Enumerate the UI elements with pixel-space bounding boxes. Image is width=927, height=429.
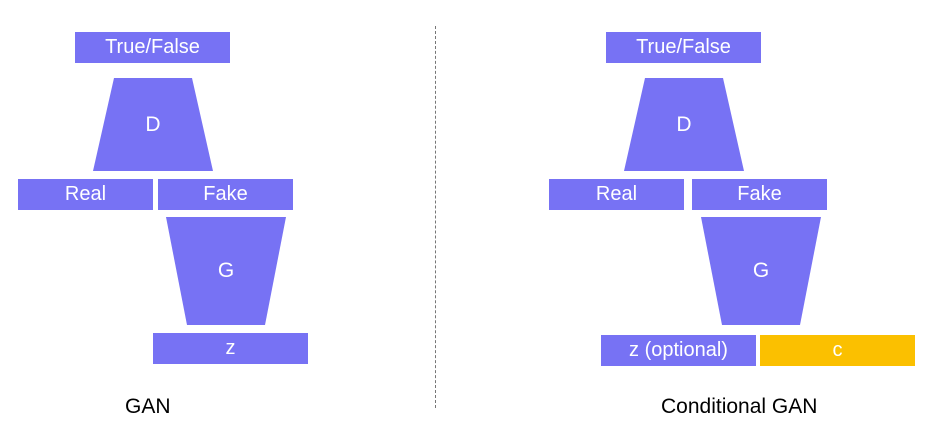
- gan-discriminator-label: D: [145, 112, 161, 136]
- gan-output-box: True/False: [75, 32, 230, 63]
- divider-line: [435, 26, 436, 408]
- gan-generator-shape: [166, 217, 286, 325]
- cgan-condition-box: c: [760, 335, 915, 366]
- cgan-fake-box: Fake: [692, 179, 827, 210]
- cgan-noise-box: z (optional): [601, 335, 756, 366]
- cgan-discriminator-label: D: [676, 112, 692, 136]
- gan-real-box: Real: [18, 179, 153, 210]
- cgan-generator-label: G: [752, 259, 770, 282]
- cgan-generator-shape: [701, 217, 821, 325]
- cgan-generator: G: [701, 217, 821, 325]
- gan-generator: G: [166, 217, 286, 325]
- gan-caption: GAN: [125, 395, 171, 418]
- gan-noise-box: z: [153, 333, 308, 364]
- cgan-discriminator: D: [624, 78, 744, 171]
- gan-generator-label: G: [217, 259, 235, 282]
- gan-discriminator-shape: [93, 78, 213, 171]
- cgan-output-box: True/False: [606, 32, 761, 63]
- gan-discriminator: D: [93, 78, 213, 171]
- gan-fake-box: Fake: [158, 179, 293, 210]
- cgan-real-box: Real: [549, 179, 684, 210]
- cgan-discriminator-shape: [624, 78, 744, 171]
- cgan-caption: Conditional GAN: [661, 395, 818, 418]
